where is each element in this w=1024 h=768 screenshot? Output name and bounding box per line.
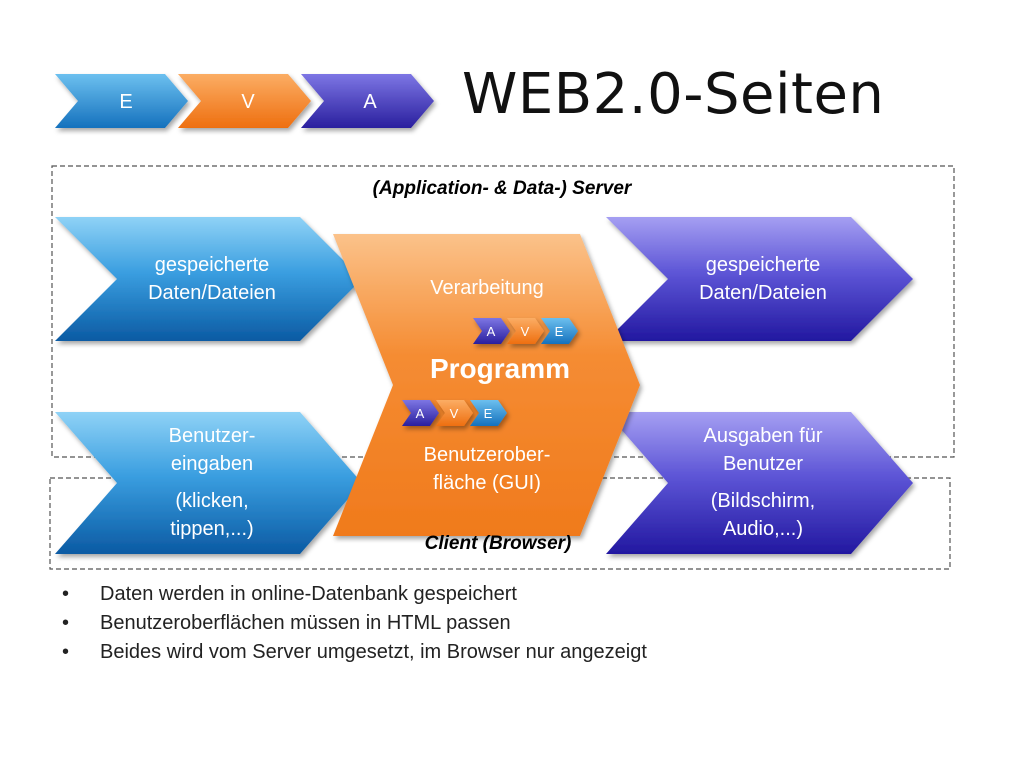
left-bottom-upper-line-2: eingaben [171, 453, 253, 475]
ave-upper-v-chevron [507, 318, 544, 344]
program-chevron [333, 234, 640, 536]
right-bottom-upper-line-2: Benutzer [723, 453, 803, 475]
eva-header-chevrons [55, 74, 434, 128]
page-title: WEB2.0-Seiten [462, 62, 885, 127]
right-top-line-1: gespeicherte [706, 254, 821, 276]
bullet-item: Beides wird vom Server umgesetzt, im Bro… [62, 638, 647, 667]
right-bottom-chevron [606, 412, 913, 554]
right-top-chevron [606, 217, 913, 341]
bullet-item: Daten werden in online-Datenbank gespeic… [62, 580, 647, 609]
ave-lower-e-label: E [484, 406, 493, 421]
bullet-item: Benutzeroberflächen müssen in HTML passe… [62, 609, 647, 638]
eva-header-a-label: A [363, 91, 377, 113]
ave-lower-v-label: V [450, 406, 459, 421]
right-bottom-lower-line-1: (Bildschirm, [711, 490, 815, 512]
ave-lower-a-label: A [416, 406, 425, 421]
server-label: (Application- & Data-) Server [373, 178, 633, 199]
right-top-line-2: Daten/Dateien [699, 282, 827, 304]
left-top-line-1: gespeicherte [155, 254, 270, 276]
client-label: Client (Browser) [425, 533, 572, 554]
ave-lower-a-chevron [402, 400, 439, 426]
program-bottom-line-2: fläche (GUI) [433, 472, 541, 494]
ave-lower-e-chevron [470, 400, 507, 426]
eva-header-v-chevron [178, 74, 311, 128]
program-top-label: Verarbeitung [430, 277, 543, 299]
ave-upper-chevrons [473, 318, 578, 344]
left-top-chevron [55, 217, 362, 341]
ave-upper-v-label: V [521, 324, 530, 339]
program-main-label: Programm [430, 353, 570, 384]
right-bottom-upper-line-1: Ausgaben für [704, 425, 823, 447]
ave-lower-chevrons [402, 400, 507, 426]
bullet-list: Daten werden in online-Datenbank gespeic… [62, 580, 647, 667]
left-bottom-lower-line-1: (klicken, [175, 490, 248, 512]
eva-header-e-chevron [55, 74, 188, 128]
right-bottom-lower-line-2: Audio,...) [723, 518, 803, 540]
eva-header-e-label: E [119, 91, 132, 113]
ave-upper-e-chevron [541, 318, 578, 344]
eva-header-a-chevron [301, 74, 434, 128]
program-bottom-line-1: Benutzerober- [424, 444, 551, 466]
ave-lower-v-chevron [436, 400, 473, 426]
left-bottom-lower-line-2: tippen,...) [170, 518, 253, 540]
left-top-line-2: Daten/Dateien [148, 282, 276, 304]
left-bottom-chevron [55, 412, 362, 554]
ave-upper-e-label: E [555, 324, 564, 339]
eva-header-v-label: V [241, 91, 255, 113]
ave-upper-a-chevron [473, 318, 510, 344]
left-bottom-upper-line-1: Benutzer- [169, 425, 256, 447]
ave-upper-a-label: A [487, 324, 496, 339]
